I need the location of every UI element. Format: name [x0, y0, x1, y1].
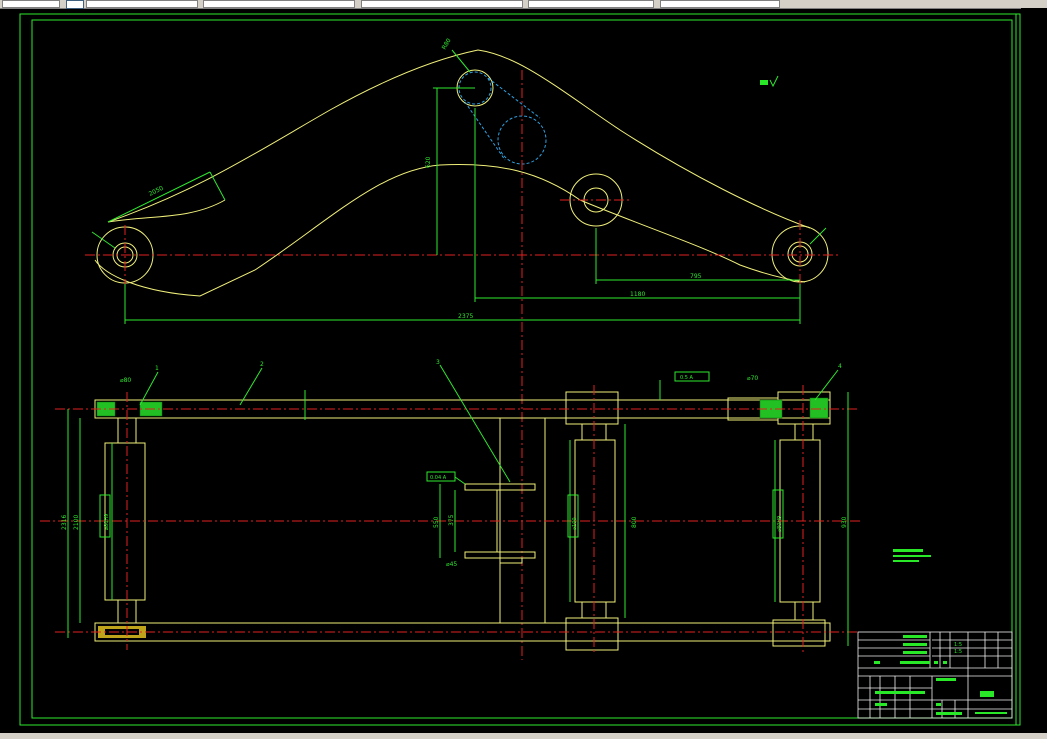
- toolbar-field-3[interactable]: [203, 0, 355, 8]
- toolbar-field-6[interactable]: [660, 0, 780, 8]
- dim-text-boss-width: 930: [841, 516, 848, 528]
- title-block-text: 1:5 1:5: [954, 642, 962, 655]
- tolerance-text: ⌀80H9 ⌀100 ⌀80H9 0.5 A 0.04 A: [104, 375, 783, 532]
- dim-text-inner-width: 2100: [73, 515, 80, 530]
- right-shaft-upper: [794, 423, 814, 441]
- plan-view-text: 1 2 3 4 2316 2100 930 800 550 375 ⌀80 ⌀7…: [61, 359, 848, 568]
- dim-text-mid-hub: 800: [631, 516, 638, 528]
- note-line-3: [893, 560, 919, 562]
- top-hidden-hole: [458, 71, 492, 105]
- leader-balloon-3: [439, 364, 511, 483]
- frame-right-top: [674, 371, 710, 382]
- plan-view-dimensions: [67, 364, 849, 646]
- frame-text-plate: 0.04 A: [430, 475, 447, 481]
- tolerance-frame-right: [772, 489, 784, 539]
- title-block: [857, 631, 1013, 719]
- leader-right: [809, 227, 827, 245]
- sheet-border-inner: [31, 19, 1013, 719]
- dim-text-mid: 1180: [630, 291, 645, 298]
- status-strip: [0, 733, 1047, 739]
- plan-view-centerlines: [40, 385, 860, 655]
- arm-inner-edge: [107, 199, 226, 223]
- hidden-slot-bottom: [464, 101, 506, 161]
- plate-bolt: [499, 557, 523, 564]
- leader-balloon-4: [814, 369, 839, 401]
- label-left-bore: ⌀80: [120, 377, 131, 384]
- roughness-symbol: [760, 80, 768, 85]
- toolbar-field-2[interactable]: [86, 0, 198, 8]
- balloon-4: 4: [838, 363, 842, 370]
- side-view-dimensions: [91, 49, 827, 324]
- hidden-slot-top: [487, 77, 541, 119]
- title-drawing-name: [980, 691, 994, 697]
- title-block-frame: [857, 631, 1013, 719]
- dim-text-angle: R80: [441, 37, 453, 51]
- dim-line-arm-ext: [209, 171, 226, 201]
- note-line-2: [893, 555, 931, 557]
- side-view-centerlines: [85, 70, 840, 660]
- side-view-hidden: [458, 71, 547, 165]
- right-shaft-lower: [794, 601, 814, 621]
- mid-upper-hub: [565, 391, 619, 425]
- arm-outline-bottom: [94, 164, 806, 297]
- tolerance-left: ⌀80H9: [104, 514, 110, 530]
- vertical-scrollbar[interactable]: [1021, 8, 1047, 733]
- cad-toolbar: [0, 0, 1047, 9]
- balloon-3: 3: [436, 359, 440, 366]
- balloon-1: 1: [155, 365, 159, 372]
- note-line-1: [893, 549, 923, 552]
- plate-top: [464, 483, 536, 491]
- frame-plate: [426, 471, 456, 482]
- hatch-right-b: [809, 397, 829, 419]
- tolerance-mid: ⌀100: [572, 517, 578, 530]
- side-view: [94, 49, 829, 297]
- dim-text-overall-width: 2316: [61, 515, 68, 530]
- tolerance-frames: [99, 371, 784, 539]
- side-view-dim-text: 2375 1180 795 2050 620 R80: [148, 37, 702, 320]
- leader-frame-plate: [454, 476, 466, 485]
- dim-text-end: 795: [690, 273, 702, 280]
- sheet-border-outer: [19, 13, 1021, 726]
- balloon-2: 2: [260, 361, 264, 368]
- roughness-check-icon: [769, 75, 779, 88]
- leader-balloon-1: [139, 371, 159, 406]
- tolerance-frame-mid: [567, 494, 579, 538]
- leader-top: [451, 49, 471, 73]
- right-lower-hub: [772, 619, 826, 647]
- toolbar-field-4[interactable]: [361, 0, 523, 8]
- layer-icon[interactable]: [66, 0, 84, 9]
- leader-balloon-2: [239, 367, 263, 406]
- toolbar-field-1[interactable]: [2, 0, 60, 8]
- dim-text-height: 620: [425, 156, 432, 168]
- tolerance-right: ⌀80H9: [777, 516, 783, 532]
- label-plate: ⌀45: [446, 561, 457, 568]
- title-scale: 1:5: [954, 642, 962, 648]
- title-sheet: 1:5: [954, 649, 962, 655]
- tolerance-frame-left: [99, 494, 111, 538]
- arm-outline-top: [107, 49, 811, 229]
- dim-text-total: 2375: [458, 313, 473, 320]
- title-block-fills: [874, 635, 1007, 715]
- dim-text-center-gap: 550: [433, 516, 440, 528]
- toolbar-field-5[interactable]: [528, 0, 654, 8]
- frame-text-right: 0.5 A: [680, 375, 694, 381]
- hatch-sections: [96, 397, 829, 419]
- dim-line-arm: [107, 171, 211, 223]
- label-right-bore: ⌀70: [747, 375, 758, 382]
- leader-left: [91, 231, 116, 249]
- dim-text-plate-gap: 375: [448, 514, 455, 526]
- technical-notes: [893, 549, 931, 562]
